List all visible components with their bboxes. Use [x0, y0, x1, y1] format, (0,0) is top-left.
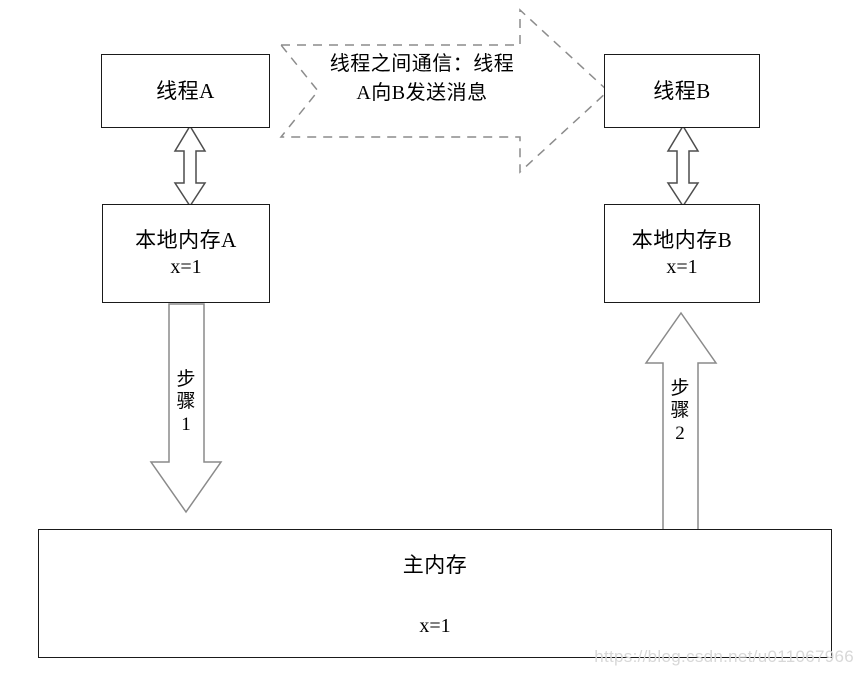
- main-memory-box: 主内存 x=1: [38, 529, 832, 658]
- main-memory-label: 主内存: [402, 553, 468, 577]
- communication-arrow-label-line-2: A向B发送消息: [356, 82, 488, 104]
- local-memory-a-label: 本地内存A: [135, 228, 237, 253]
- communication-arrow-label: 线程之间通信：线程 A向B发送消息: [300, 50, 544, 108]
- communication-arrow-shape: [279, 8, 610, 174]
- step-1-arrow-shape: [149, 303, 223, 514]
- thread-a-box: 线程A: [101, 54, 270, 128]
- step-2-label-char-2: 骤: [670, 400, 690, 422]
- thread-a-label: 线程A: [156, 78, 215, 103]
- local-memory-b-box: 本地内存B x=1: [604, 204, 760, 303]
- step-2-label: 步 骤 2: [663, 378, 697, 445]
- local-memory-b-label: 本地内存B: [631, 228, 733, 253]
- thread-b-memory-link-arrow: [666, 124, 700, 208]
- communication-arrow-label-line-1: 线程之间通信：线程: [329, 53, 515, 75]
- local-memory-b-value: x=1: [666, 255, 698, 278]
- step-1-label-char-1: 步: [176, 369, 196, 390]
- thread-b-box: 线程B: [604, 54, 760, 128]
- thread-a-memory-link-arrow: [173, 124, 207, 208]
- main-memory-value: x=1: [419, 615, 451, 637]
- thread-b-label: 线程B: [653, 78, 711, 103]
- step-1-label: 步 骤 1: [169, 369, 203, 436]
- step-2-number: 2: [675, 422, 685, 444]
- step-1-label-char-2: 骤: [176, 391, 196, 413]
- step-1-number: 1: [181, 413, 191, 435]
- local-memory-a-value: x=1: [170, 255, 202, 278]
- step-2-label-char-1: 步: [670, 378, 690, 399]
- local-memory-a-box: 本地内存A x=1: [102, 204, 270, 303]
- watermark: https://blog.csdn.net/u011067966: [594, 647, 854, 666]
